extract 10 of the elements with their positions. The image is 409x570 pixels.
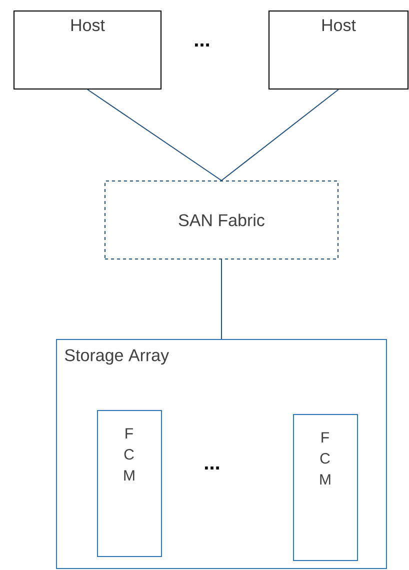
module-box: F C M [293, 414, 358, 561]
host-box: Host [14, 10, 162, 90]
module-box: F C M [97, 410, 162, 557]
ellipsis: ... [205, 466, 219, 470]
connector-line [221, 89, 339, 181]
ellipsis: ... [195, 44, 209, 46]
host-box: Host [268, 10, 408, 90]
connector-line [221, 259, 222, 340]
fabric-box: SAN Fabric [104, 180, 338, 260]
connector-line [87, 89, 222, 181]
